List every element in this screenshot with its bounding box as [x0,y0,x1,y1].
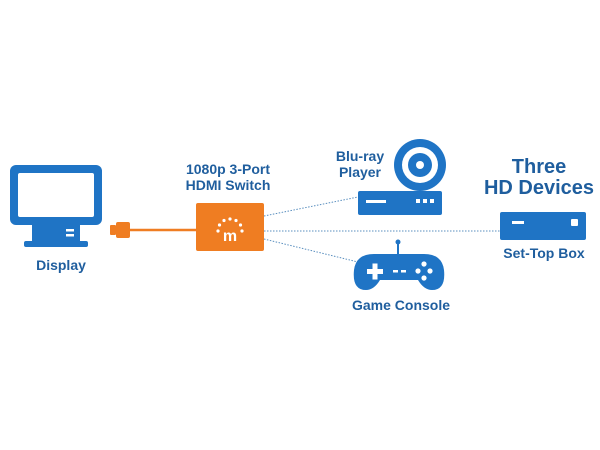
set-top-box-icon [500,212,586,240]
game-console-label: Game Console [351,297,451,313]
switch-label-line2: HDMI Switch [185,177,271,194]
switch-label-line1: 1080p 3-Port [185,161,271,177]
display-label: Display [36,257,86,273]
connection-lines [263,196,500,263]
set-top-box-label: Set-Top Box [503,245,585,261]
three-hd-devices-heading: Three HD Devices [478,157,600,199]
gamepad-icon [353,239,445,290]
switch-label: 1080p 3-Port HDMI Switch [168,161,288,193]
heading-line2: HD Devices [483,177,595,199]
bluray-player-icon [358,139,446,215]
bluray-label-line2: Player [338,164,382,181]
monitor-icon [10,165,102,247]
bluray-label: Blu-ray Player [320,148,400,180]
switch-logo: m [223,228,237,245]
hdmi-switch-icon: m [196,203,264,251]
heading-line1: Three [511,156,567,178]
hdmi-cable-icon [110,222,196,238]
bluray-label-line1: Blu-ray [335,148,385,164]
